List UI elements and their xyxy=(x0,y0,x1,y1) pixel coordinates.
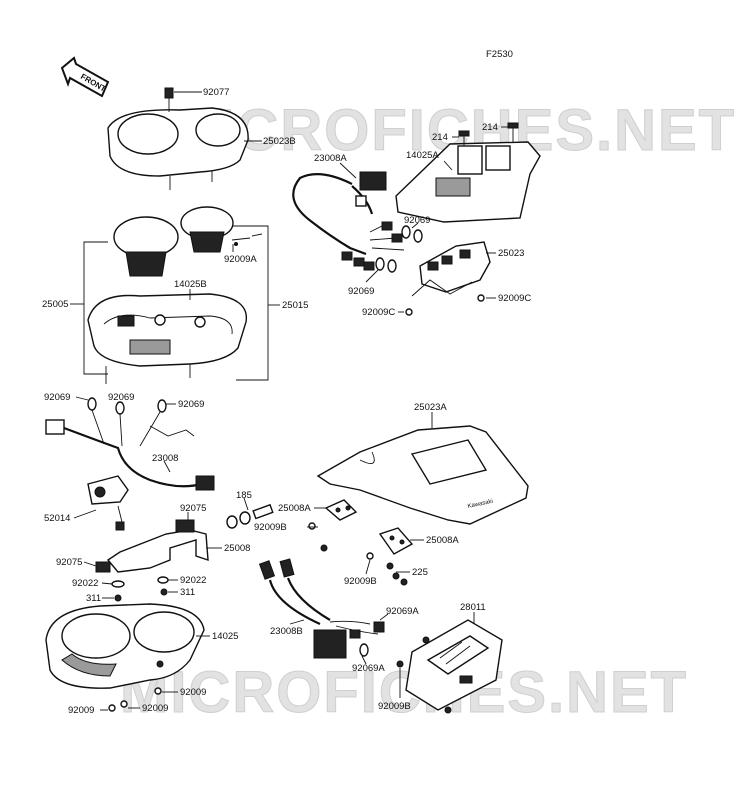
label-25008a-right: 25008A xyxy=(426,535,459,546)
label-92009-b: 92009 xyxy=(68,705,94,716)
label-92009c-right: 92009C xyxy=(498,293,531,304)
diagram-code: F2530 xyxy=(486,49,513,60)
label-92009b-right: 92009B xyxy=(378,701,411,712)
label-23008: 23008 xyxy=(152,453,178,464)
label-225: 225 xyxy=(412,567,428,578)
meter-25023 xyxy=(411,241,491,297)
label-14025a: 14025A xyxy=(406,150,439,161)
svg-text:Kawasaki: Kawasaki xyxy=(467,499,493,510)
label-92077: 92077 xyxy=(203,87,229,98)
label-92009-a: 92009 xyxy=(180,687,206,698)
label-92069-upper-right-a: 92069 xyxy=(404,215,430,226)
label-185: 185 xyxy=(236,490,252,501)
label-92009a-upper: 92009A xyxy=(224,254,257,265)
bulbs-upper-right xyxy=(375,225,423,273)
bracket-25008a-right xyxy=(378,527,414,555)
label-52014: 52014 xyxy=(44,513,70,524)
meter-case-14025 xyxy=(45,603,205,689)
label-311-left: 311 xyxy=(86,593,101,604)
label-92075-mid: 92075 xyxy=(180,503,206,514)
label-25015: 25015 xyxy=(282,300,308,311)
label-25008a-left: 25008A xyxy=(278,503,311,514)
label-25008: 25008 xyxy=(224,543,250,554)
label-14025b: 14025B xyxy=(174,279,207,290)
label-92069-left-a: 92069 xyxy=(44,392,70,403)
harness-23008a xyxy=(292,171,405,271)
label-28011: 28011 xyxy=(460,602,486,613)
watermark-bottom: MICROFICHES.NET xyxy=(120,660,688,725)
label-92069a-upper: 92069A xyxy=(386,606,419,617)
label-23008a: 23008A xyxy=(314,153,347,164)
label-25023a: 25023A xyxy=(414,402,447,413)
label-25023b: 25023B xyxy=(263,136,296,147)
cover-14025a xyxy=(395,141,541,223)
label-92009b-left: 92009B xyxy=(254,522,287,533)
gauge-left xyxy=(113,216,179,277)
label-92069-left-c: 92069 xyxy=(178,399,204,410)
label-92022-left: 92022 xyxy=(72,578,98,589)
bracket-25008 xyxy=(95,519,209,573)
label-92009-c: 92009 xyxy=(142,703,168,714)
label-25023: 25023 xyxy=(498,248,524,259)
label-92009b-mid: 92009B xyxy=(344,576,377,587)
watermark-top: MICROFICHES.NET xyxy=(168,98,736,163)
module-28011 xyxy=(396,619,503,714)
label-92009c-left: 92009C xyxy=(362,307,395,318)
label-92075-left: 92075 xyxy=(56,557,82,568)
switch-52014 xyxy=(87,475,129,531)
label-23008b: 23008B xyxy=(270,626,303,637)
label-311-right: 311 xyxy=(180,587,195,598)
harness-23008 xyxy=(45,409,215,491)
washers-185 xyxy=(226,503,274,529)
label-92069-left-b: 92069 xyxy=(108,392,134,403)
front-arrow-icon: FRONT xyxy=(60,56,110,98)
label-92022-right: 92022 xyxy=(180,575,206,586)
gauge-right xyxy=(180,206,234,253)
cover-25023a: Kawasaki xyxy=(316,425,529,525)
label-14025: 14025 xyxy=(212,631,238,642)
label-92069-upper-right-b: 92069 xyxy=(348,286,374,297)
label-214-right: 214 xyxy=(482,122,498,133)
meter-case-14025b xyxy=(87,293,248,384)
bracket-25008a-left xyxy=(324,499,358,521)
label-92069a-lower: 92069A xyxy=(352,663,385,674)
label-214-left: 214 xyxy=(432,132,448,143)
meter-cover-25023b xyxy=(107,87,249,190)
fasteners-225 xyxy=(386,562,408,586)
label-25005: 25005 xyxy=(42,299,68,310)
harness-23008b xyxy=(258,558,385,659)
